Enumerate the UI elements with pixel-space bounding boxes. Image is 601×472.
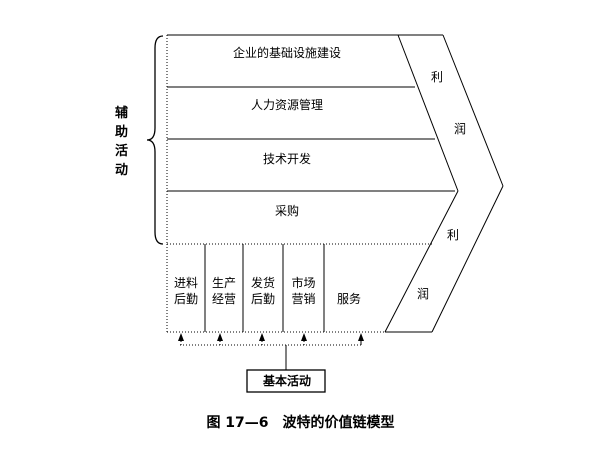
arrow-head-2 bbox=[217, 333, 223, 341]
margin-upper-char-2: 润 bbox=[454, 122, 467, 136]
arrow-head-1 bbox=[178, 333, 184, 341]
primary-service: 服务 bbox=[337, 292, 362, 306]
primary-marketing-line-2: 营销 bbox=[291, 292, 316, 306]
arrow-head-4 bbox=[301, 333, 307, 341]
primary-inbound-logistics-line-1: 进料 bbox=[173, 276, 198, 290]
margin-outer-upper bbox=[442, 34, 504, 187]
support-brace bbox=[146, 35, 164, 245]
support-activity-technology: 技术开发 bbox=[262, 152, 311, 166]
support-label-char-3: 活 bbox=[115, 144, 129, 159]
arrow-head-5 bbox=[358, 333, 364, 341]
primary-inbound-logistics-line-2: 后勤 bbox=[173, 292, 198, 306]
support-label-char-2: 助 bbox=[115, 125, 129, 140]
arrow-head-3 bbox=[259, 333, 265, 341]
primary-label: 基本活动 bbox=[262, 374, 311, 388]
primary-label-box bbox=[246, 369, 326, 393]
support-activity-infrastructure: 企业的基础设施建设 bbox=[232, 46, 341, 60]
margin-inner-upper bbox=[397, 34, 459, 192]
primary-outbound-logistics-line-1: 发货 bbox=[250, 276, 275, 290]
margin-lower-char-2: 润 bbox=[417, 287, 430, 301]
support-activity-procurement: 采购 bbox=[274, 204, 299, 218]
primary-outbound-logistics-line-2: 后勤 bbox=[250, 292, 275, 306]
margin-inner-lower bbox=[384, 190, 459, 333]
support-label-char-4: 动 bbox=[115, 163, 129, 178]
margin-lower-char-1: 利 bbox=[447, 228, 460, 242]
figure-caption: 图 17—6 波特的价值链模型 bbox=[206, 415, 395, 431]
primary-operations-line-2: 经营 bbox=[211, 292, 236, 306]
support-label-char-1: 辅 bbox=[115, 106, 129, 121]
primary-operations-line-1: 生产 bbox=[211, 276, 236, 290]
margin-upper-char-1: 利 bbox=[431, 70, 444, 84]
support-activity-hr: 人力资源管理 bbox=[250, 98, 323, 112]
margin-outer-lower bbox=[431, 185, 504, 333]
primary-marketing-line-1: 市场 bbox=[291, 276, 316, 290]
